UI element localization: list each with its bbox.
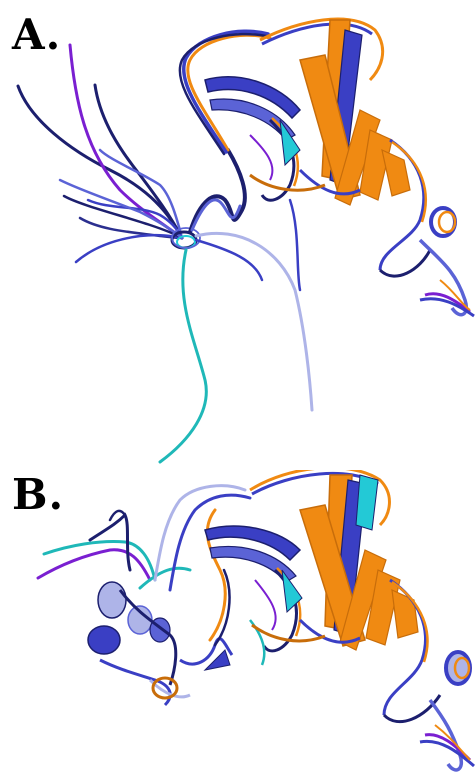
panel-a-linker <box>180 31 270 232</box>
panel-a-c-terminal-tails <box>160 200 312 462</box>
panel-b-linker <box>155 486 250 645</box>
panel-b-ribbon-render <box>0 470 476 775</box>
panel-b-beta-domain <box>205 470 427 715</box>
panel-b: B. <box>0 470 476 775</box>
panel-b-label: B. <box>12 474 64 516</box>
panel-a-ribbon-render <box>0 0 476 470</box>
panel-a-label: A. <box>12 14 61 56</box>
panel-b-helix-bundle <box>88 582 232 705</box>
panel-a: A. <box>0 0 476 470</box>
panel-b-c-domain <box>384 652 474 770</box>
panel-a-terminal-tails <box>18 45 182 262</box>
panel-a-c-domain <box>380 208 474 316</box>
panel-a-beta-domain <box>205 19 426 270</box>
